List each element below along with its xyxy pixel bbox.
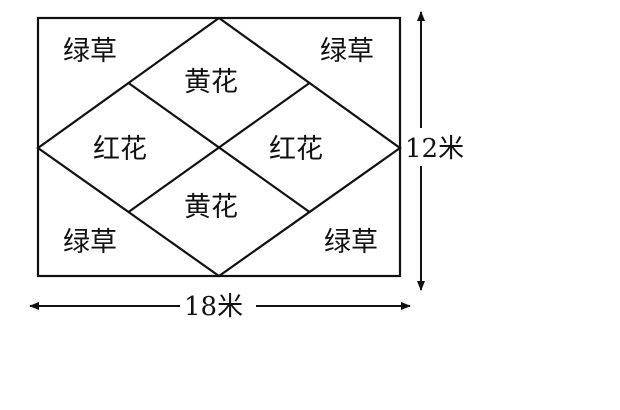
height-label: 12米 [405, 134, 464, 164]
label-yellow-top: 黄花 [184, 67, 238, 98]
label-yellow-bottom: 黄花 [184, 192, 238, 223]
flower-rhombus [36, 16, 402, 278]
label-green-top-left: 绿草 [63, 36, 117, 67]
rhombus-divider-2 [127, 82, 311, 213]
label-red-right: 红花 [269, 134, 323, 165]
width-label: 18米 [184, 292, 243, 322]
label-green-bottom-left: 绿草 [63, 227, 117, 258]
label-red-left: 红花 [93, 134, 147, 165]
label-green-bottom-right: 绿草 [324, 227, 378, 258]
label-green-top-right: 绿草 [320, 36, 374, 67]
